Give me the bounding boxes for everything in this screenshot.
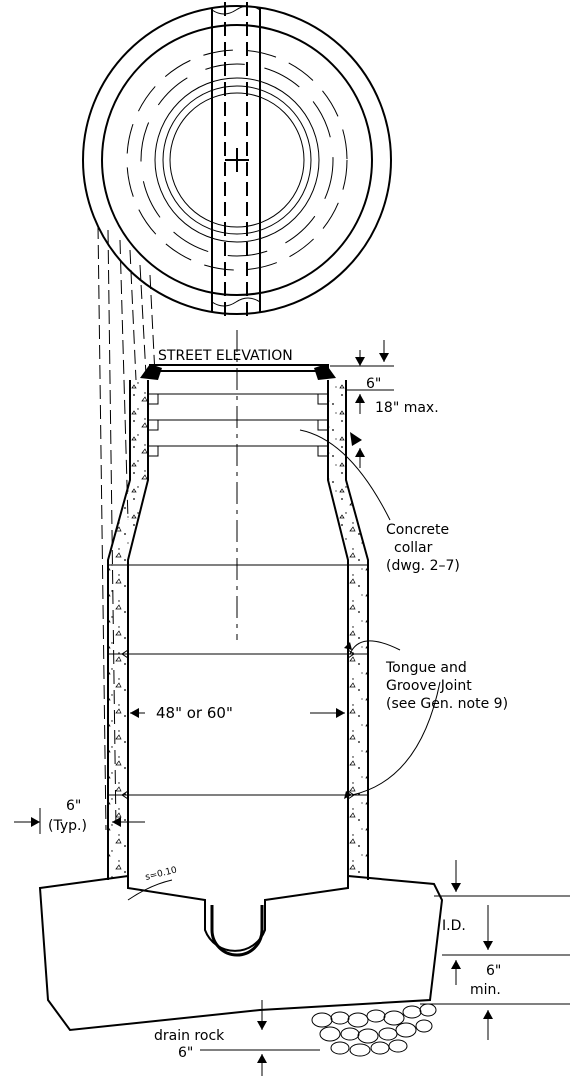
dim-6-top-label: 6" <box>366 376 381 392</box>
drain-rock <box>311 1003 437 1057</box>
drain-rock-label: drain rock <box>154 1028 225 1044</box>
min-label: min. <box>470 982 501 998</box>
tongue-label-3: (see Gen. note 9) <box>386 696 508 712</box>
slope-label: s=0.10 <box>144 865 178 883</box>
plan-view <box>82 2 392 320</box>
tongue-label-1: Tongue and <box>385 660 467 676</box>
dimensions <box>14 340 570 1076</box>
min-6-label: 6" <box>486 963 501 979</box>
diameter-label: 48" or 60" <box>156 704 233 722</box>
wall-typ-label: (Typ.) <box>48 818 87 834</box>
base-slab <box>38 874 444 1057</box>
id-label: I.D. <box>442 918 466 934</box>
collar-label-1: Concrete <box>386 522 449 538</box>
max-18-label: 18" max. <box>375 400 439 416</box>
rock-6-label: 6" <box>178 1045 193 1061</box>
street-elevation-label: STREET ELEVATION <box>158 348 293 364</box>
collar-label-3: (dwg. 2–7) <box>386 558 460 574</box>
wall-6-label: 6" <box>66 798 81 814</box>
manhole-elevation <box>107 330 369 880</box>
collar-label-2: collar <box>394 540 433 556</box>
tongue-label-2: Groove Joint <box>386 678 472 694</box>
